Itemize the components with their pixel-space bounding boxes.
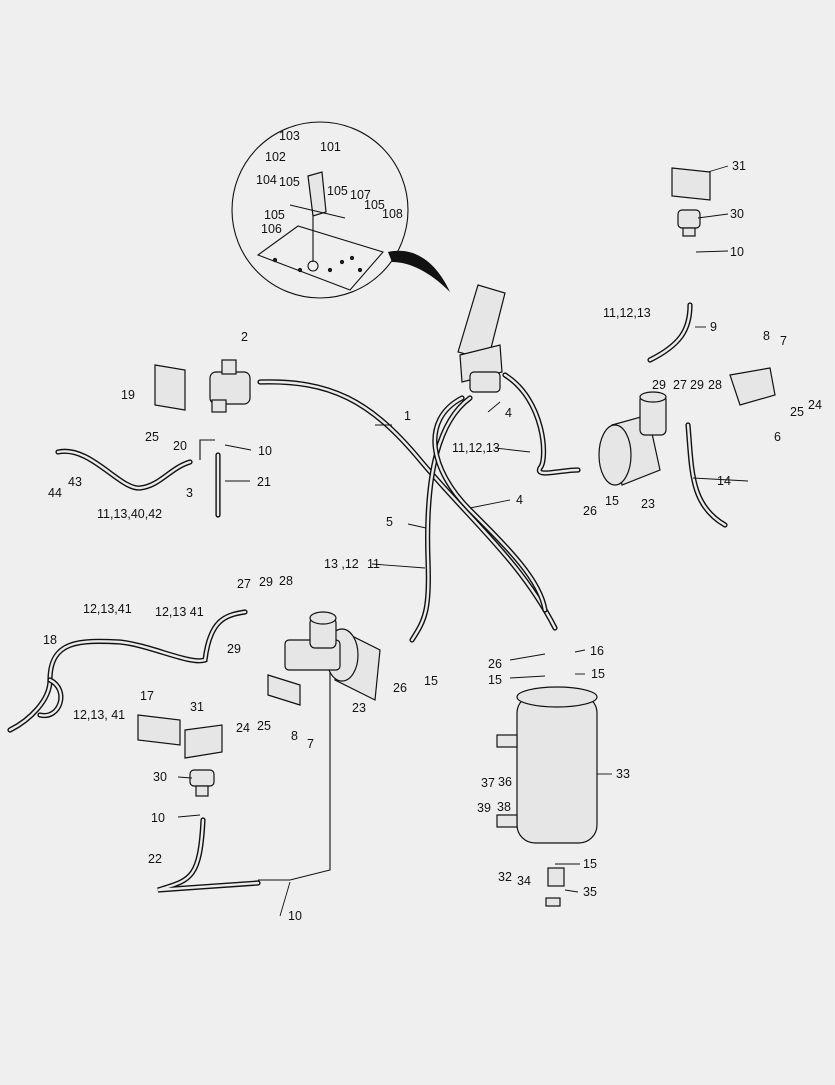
callout-107: 107 [350,188,371,202]
callout-105: 105 [264,208,285,222]
pedal-assembly [457,284,506,393]
callout-1: 1 [404,409,411,423]
callout-3: 3 [186,486,193,500]
callout-26: 26 [488,657,502,671]
callout-44: 44 [48,486,62,500]
callout-labels: 103 102 101 104 105 105 107 105 105 108 … [43,129,822,923]
callout-10: 10 [288,909,302,923]
callout-23: 23 [352,701,366,715]
callout-8: 8 [763,329,770,343]
callout-105: 105 [364,198,385,212]
callout-105: 105 [327,184,348,198]
callout-4: 4 [505,406,512,420]
callout-22: 22 [148,852,162,866]
callout-24: 24 [808,398,822,412]
callout-25: 25 [257,719,271,733]
callout-16: 16 [590,644,604,658]
callout-104: 104 [256,173,277,187]
callout-12-13-41: 12,13, 41 [73,708,125,722]
callout-27: 27 [237,577,251,591]
callout-102: 102 [265,150,286,164]
callout-30: 30 [153,770,167,784]
callout-9: 9 [710,320,717,334]
callout-15: 15 [605,494,619,508]
callout-27: 27 [673,378,687,392]
callout-21: 21 [257,475,271,489]
callout-25: 25 [790,405,804,419]
callout-38: 38 [497,800,511,814]
callout-12-13-41: 12,13,41 [83,602,132,616]
callout-8: 8 [291,729,298,743]
callout-28: 28 [708,378,722,392]
callout-29: 29 [690,378,704,392]
callout-7: 7 [307,737,314,751]
callout-31: 31 [190,700,204,714]
callout-6: 6 [774,430,781,444]
callout-14: 14 [717,474,731,488]
master-cylinder-left [267,611,381,706]
callout-34: 34 [517,874,531,888]
callout-105: 105 [279,175,300,189]
callout-15: 15 [488,673,502,687]
callout-30: 30 [730,207,744,221]
callout-37: 37 [481,776,495,790]
callout-11: 11 [367,557,380,571]
callout-29: 29 [227,642,241,656]
reservoir-top [671,167,711,237]
callout-17: 17 [140,689,154,703]
callout-101: 101 [320,140,341,154]
callout-15: 15 [424,674,438,688]
callout-28: 28 [279,574,293,588]
callout-18: 18 [43,633,57,647]
callout-31: 31 [732,159,746,173]
callout-103: 103 [279,129,300,143]
callout-10: 10 [151,811,165,825]
callout-5: 5 [386,515,393,529]
callout-11-12-13: 11,12,13 [603,306,651,320]
callout-12-13-41: 12,13 41 [155,605,204,619]
callout-26: 26 [393,681,407,695]
callout-24: 24 [236,721,250,735]
leader-lines [177,165,749,917]
callout-32: 32 [498,870,512,884]
air-tank-33 [496,686,598,907]
callout-35: 35 [583,885,597,899]
callout-15: 15 [583,857,597,871]
callout-25: 25 [145,430,159,444]
callout-33: 33 [616,767,630,781]
pedal-detail-view [231,121,450,299]
reservoir-bottom [137,714,223,797]
callout-11-13-40-42: 11,13,40,42 [97,507,162,521]
callout-29: 29 [652,378,666,392]
callout-15: 15 [591,667,605,681]
callout-29: 29 [259,575,273,589]
callout-26: 26 [583,504,597,518]
callout-2: 2 [241,330,248,344]
callout-19: 19 [121,388,135,402]
callout-11-12-13: 11,12,13 [452,441,500,455]
callout-20: 20 [173,439,187,453]
callout-10: 10 [258,444,272,458]
callout-4: 4 [516,493,523,507]
brake-valve-2 [154,359,251,413]
master-cylinder-right [598,367,776,486]
callout-7: 7 [780,334,787,348]
callout-39: 39 [477,801,491,815]
callout-10: 10 [730,245,744,259]
callout-23: 23 [641,497,655,511]
callout-43: 43 [68,475,82,489]
hose-lines [7,302,728,893]
callout-36: 36 [498,775,512,789]
callout-106: 106 [261,222,282,236]
callout-108: 108 [382,207,403,221]
callout-13-12: 13 ,12 [324,557,359,571]
